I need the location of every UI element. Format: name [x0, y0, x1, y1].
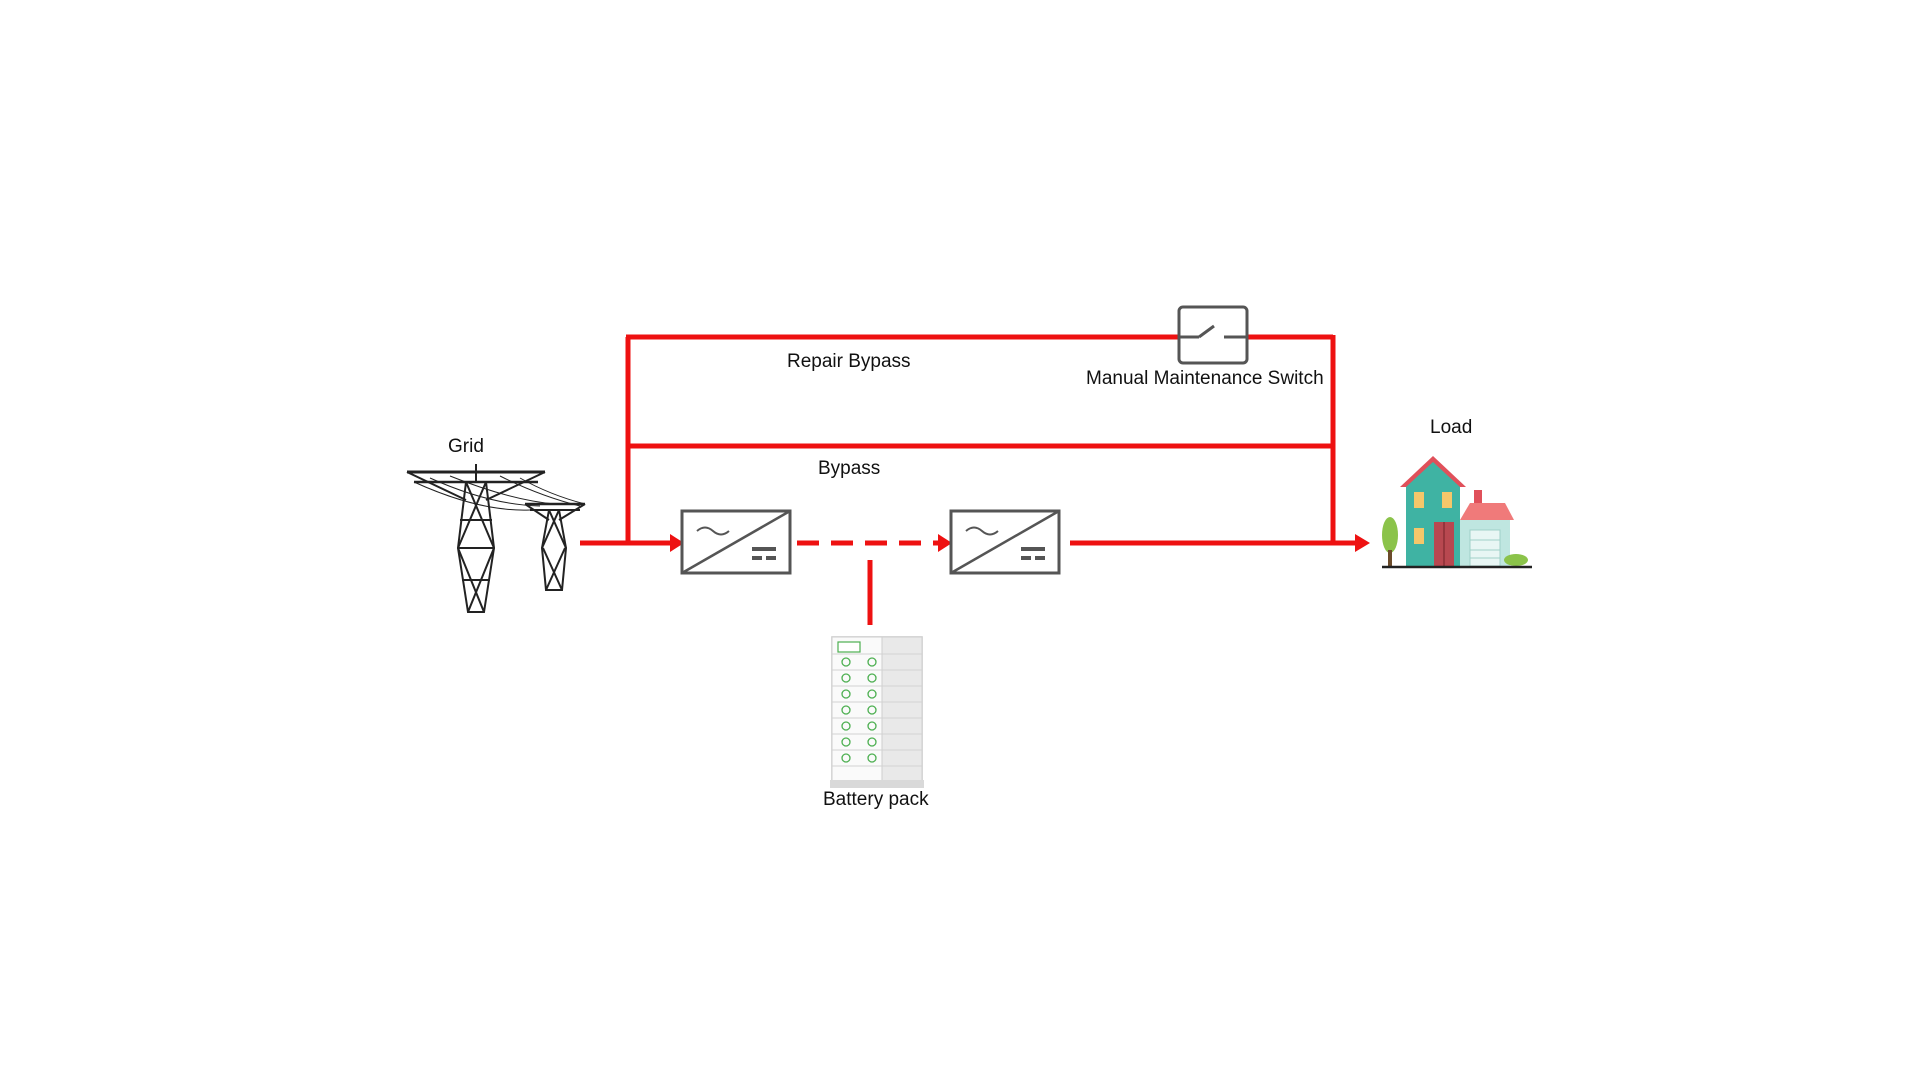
load-label: Load — [1430, 417, 1473, 438]
arrow-into-inverter — [938, 534, 952, 552]
power-lines — [580, 334, 1355, 625]
arrowheads — [670, 534, 1370, 552]
repair-bypass-label: Repair Bypass — [787, 351, 911, 372]
battery-rack-icon — [830, 636, 924, 788]
bypass-label: Bypass — [818, 458, 881, 479]
arrow-into-rectifier — [670, 534, 684, 552]
power-transmission-tower-icon — [406, 464, 586, 613]
manual-switch-label: Manual Maintenance Switch — [1086, 368, 1324, 389]
arrow-into-load — [1355, 534, 1370, 552]
grid-label: Grid — [448, 436, 484, 457]
switch-icon — [1177, 305, 1249, 365]
rectifier-box — [680, 509, 792, 575]
battery-label: Battery pack — [823, 789, 929, 810]
inverter-box — [949, 509, 1061, 575]
house-icon — [1382, 456, 1532, 569]
